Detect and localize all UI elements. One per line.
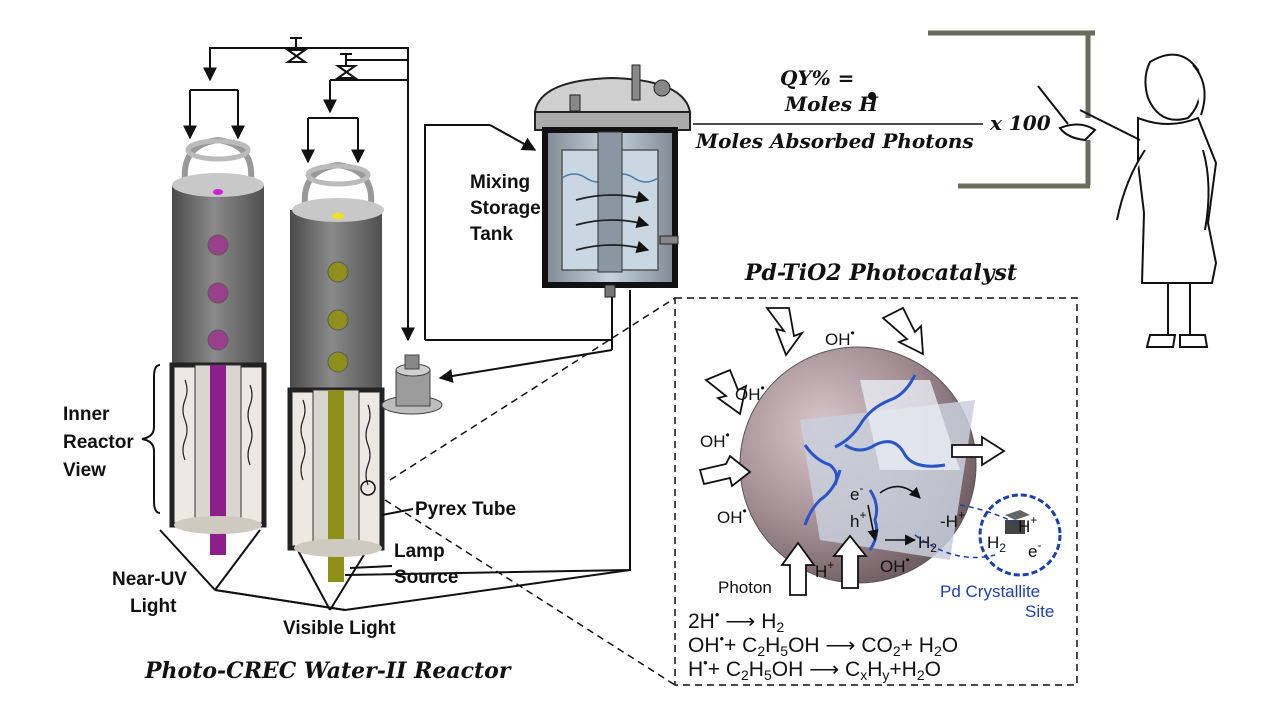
pd-h2-label: H2 bbox=[987, 533, 1006, 555]
label-inner: Inner bbox=[63, 404, 110, 425]
label-pyrex-tube: Pyrex Tube bbox=[415, 499, 516, 520]
label-storage: Storage bbox=[470, 198, 541, 219]
piping-lines bbox=[159, 47, 631, 612]
label-source: Source bbox=[394, 567, 458, 588]
near-uv-reactor bbox=[169, 136, 267, 555]
label-reactor: Reactor bbox=[63, 432, 134, 453]
pd-h-plus-label: H+ bbox=[1018, 513, 1037, 536]
photon-label: Photon bbox=[718, 578, 772, 597]
label-near-uv: Near-UV bbox=[112, 569, 187, 590]
reaction-3: H•+ C2H5OH ⟶ CxHy+H2O bbox=[688, 655, 941, 683]
oh-label: OH• bbox=[735, 381, 765, 404]
reaction-1: 2H• ⟶ H2 bbox=[688, 607, 784, 635]
pd-e-label: e- bbox=[1028, 538, 1041, 561]
h-plus-label: H+ bbox=[815, 558, 834, 581]
visible-reactor bbox=[287, 161, 385, 582]
presentation-board bbox=[928, 30, 1095, 189]
photocatalyst-title: Pd-TiO2 Photocatalyst bbox=[744, 260, 1017, 286]
pd-site-label-2: Site bbox=[1025, 602, 1054, 621]
h2-label: H2 bbox=[918, 533, 937, 555]
teacher-illustration bbox=[1037, 53, 1218, 348]
formula-numerator: Moles H bbox=[784, 92, 879, 116]
mixing-storage-tank bbox=[533, 64, 692, 298]
label-tank: Tank bbox=[470, 224, 513, 245]
label-lamp: Lamp bbox=[394, 541, 445, 562]
pd-crystallite-site bbox=[914, 493, 1062, 577]
visible-lamp bbox=[328, 390, 344, 582]
near-uv-lamp bbox=[210, 365, 226, 555]
label-light: Light bbox=[130, 596, 177, 617]
label-visible-light: Visible Light bbox=[283, 618, 396, 639]
radical-dot bbox=[868, 92, 876, 100]
valve-icon bbox=[284, 37, 359, 79]
oh-label: OH• bbox=[880, 553, 910, 576]
quantum-yield-formula: QY% = Moles H Moles Absorbed Photons x 1… bbox=[693, 66, 1051, 153]
pump-icon bbox=[381, 354, 443, 415]
photon-arrows bbox=[698, 306, 1006, 596]
reactor-title: Photo-CREC Water-II Reactor bbox=[144, 658, 512, 684]
formula-factor: x 100 bbox=[989, 111, 1051, 135]
callout-lines bbox=[384, 297, 1078, 686]
pd-site-label-1: Pd Crystallite bbox=[940, 582, 1040, 601]
formula-denominator: Moles Absorbed Photons bbox=[695, 129, 974, 153]
brace bbox=[141, 364, 161, 514]
label-mixing: Mixing bbox=[470, 172, 530, 193]
oh-label: OH• bbox=[825, 326, 855, 349]
label-view: View bbox=[63, 460, 106, 481]
photocatalyst-particle bbox=[739, 346, 977, 584]
h-plus-label: -H+ bbox=[940, 508, 965, 531]
formula-lhs: QY% = bbox=[780, 66, 854, 90]
particle-labels: OH• OH• OH• OH• OH• e- h+ H+ -H+ H2 Phot… bbox=[700, 326, 1054, 621]
reaction-equations: 2H• ⟶ H2 OH•+ C2H5OH ⟶ CO2+ H2O H•+ C2H5… bbox=[688, 607, 958, 683]
hole-label: h+ bbox=[850, 508, 866, 531]
electron-label: e- bbox=[850, 481, 863, 504]
oh-label: OH• bbox=[717, 504, 747, 527]
oh-label: OH• bbox=[700, 428, 730, 451]
reaction-2: OH•+ C2H5OH ⟶ CO2+ H2O bbox=[688, 631, 958, 659]
